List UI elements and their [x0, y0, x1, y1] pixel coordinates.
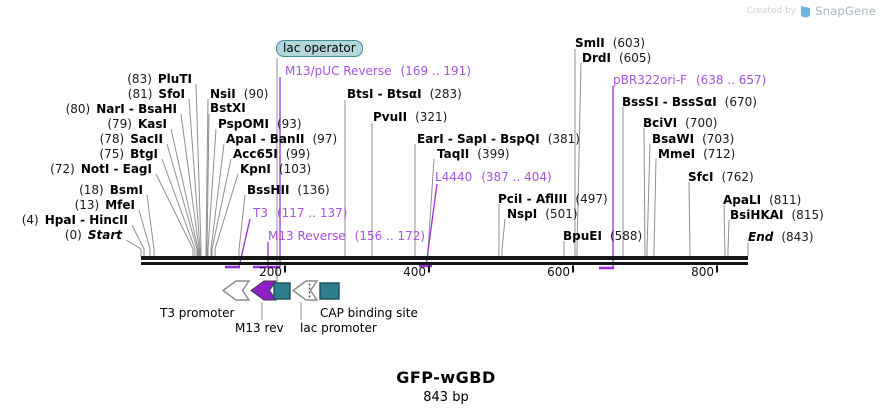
site-label-btgi[interactable]: (75)BtgI [99, 147, 158, 161]
ruler-label-600: 600 [547, 265, 570, 279]
watermark-brand: SnapGene [815, 4, 876, 18]
site-label-pluti[interactable]: (83)PluTI [127, 72, 192, 86]
site-label-bsshii[interactable]: BssHII(136) [247, 183, 330, 197]
site-label-smli[interactable]: SmlI(603) [575, 36, 646, 50]
site-label-noti[interactable]: (72)NotI - EagI [50, 162, 152, 176]
primer-label-m13-puc-reverse[interactable]: M13/pUC Reverse(169 .. 191) [285, 64, 471, 78]
primer-label-t3[interactable]: T3(117 .. 137) [253, 206, 348, 220]
t3-promoter-arrow[interactable] [221, 280, 251, 301]
site-label-sfci[interactable]: SfcI(762) [688, 170, 754, 184]
snapgene-watermark: Created by SnapGene [747, 4, 876, 18]
site-label-nsii[interactable]: NsiI(90) [210, 87, 269, 101]
t3-promoter-label[interactable]: T3 promoter [160, 306, 235, 320]
map-title: GFP-wGBD [396, 368, 496, 387]
site-label-sfoi[interactable]: (81)SfoI [127, 87, 185, 101]
site-label-nari[interactable]: (80)NarI - BsaHI [65, 102, 177, 116]
site-label-end[interactable]: End(843) [748, 230, 814, 244]
site-label-bsihkai[interactable]: BsiHKAI(815) [730, 208, 824, 222]
primer-label-l4440[interactable]: L4440(387 .. 404) [435, 170, 552, 184]
site-label-nspi[interactable]: NspI(501) [507, 207, 578, 221]
site-label-hpai[interactable]: (4)HpaI - HincII [21, 213, 128, 227]
watermark-created-by: Created by [746, 6, 797, 16]
map-backbone [141, 256, 748, 265]
ruler-label-200: 200 [259, 265, 282, 279]
m13-rev-arrow[interactable] [250, 280, 277, 301]
cap-binding-site-box[interactable] [319, 282, 340, 300]
site-label-bsssi[interactable]: BssSI - BssSαI(670) [622, 95, 757, 109]
site-label-kpni[interactable]: KpnI(103) [240, 162, 312, 176]
lac-promoter-arrow[interactable] [291, 280, 319, 301]
site-label-drdi[interactable]: DrdI(605) [582, 51, 652, 65]
lac-operator-box-glyph[interactable] [273, 282, 291, 300]
site-label-sacii[interactable]: (78)SacII [99, 132, 163, 146]
site-label-mmei[interactable]: MmeI(712) [658, 147, 736, 161]
site-label-bcivi[interactable]: BciVI(700) [643, 116, 718, 130]
primer-label-m13-reverse[interactable]: M13 Reverse(156 .. 172) [268, 229, 426, 243]
site-label-pcii[interactable]: PciI - AflIII(497) [498, 192, 608, 206]
site-label-btsi[interactable]: BtsI - BtsαI(283) [347, 87, 462, 101]
primer-label-pbr322ori-f[interactable]: pBR322ori-F(638 .. 657) [613, 73, 767, 87]
site-label-mfei[interactable]: (13)MfeI [74, 198, 135, 212]
site-label-kasi[interactable]: (79)KasI [107, 117, 167, 131]
map-title-block: GFP-wGBD 843 bp [0, 368, 892, 405]
site-label-taqii[interactable]: TaqII(399) [437, 147, 510, 161]
snapgene-logo-icon [801, 5, 811, 17]
site-label-eari[interactable]: EarI - SapI - BspQI(381) [417, 132, 580, 146]
site-label-acc65i[interactable]: Acc65I(99) [233, 147, 311, 161]
site-label-bstxi[interactable]: BstXI [210, 101, 246, 115]
ruler-ticks [284, 265, 718, 273]
site-connector-lines [125, 49, 749, 320]
site-label-pspomi[interactable]: PspOMI(93) [218, 117, 302, 131]
site-label-apai[interactable]: ApaI - BanII(97) [226, 132, 338, 146]
map-length: 843 bp [423, 390, 469, 405]
site-label-bsmi[interactable]: (18)BsmI [79, 183, 143, 197]
site-label-bpuei[interactable]: BpuEI(588) [563, 229, 643, 243]
cap-binding-site-label[interactable]: CAP binding site [320, 306, 418, 320]
site-label-apali[interactable]: ApaLI(811) [723, 193, 802, 207]
lac-promoter-label[interactable]: lac promoter [300, 321, 377, 335]
ruler-label-400: 400 [403, 265, 426, 279]
site-label-pvuii[interactable]: PvuII(321) [373, 110, 448, 124]
site-label-bsawi[interactable]: BsaWI(703) [652, 132, 735, 146]
lac-operator-label[interactable]: lac operator [276, 40, 363, 57]
site-label-start[interactable]: (0)Start [64, 228, 122, 242]
m13-rev-label[interactable]: M13 rev [235, 321, 284, 335]
ruler-label-800: 800 [691, 265, 714, 279]
